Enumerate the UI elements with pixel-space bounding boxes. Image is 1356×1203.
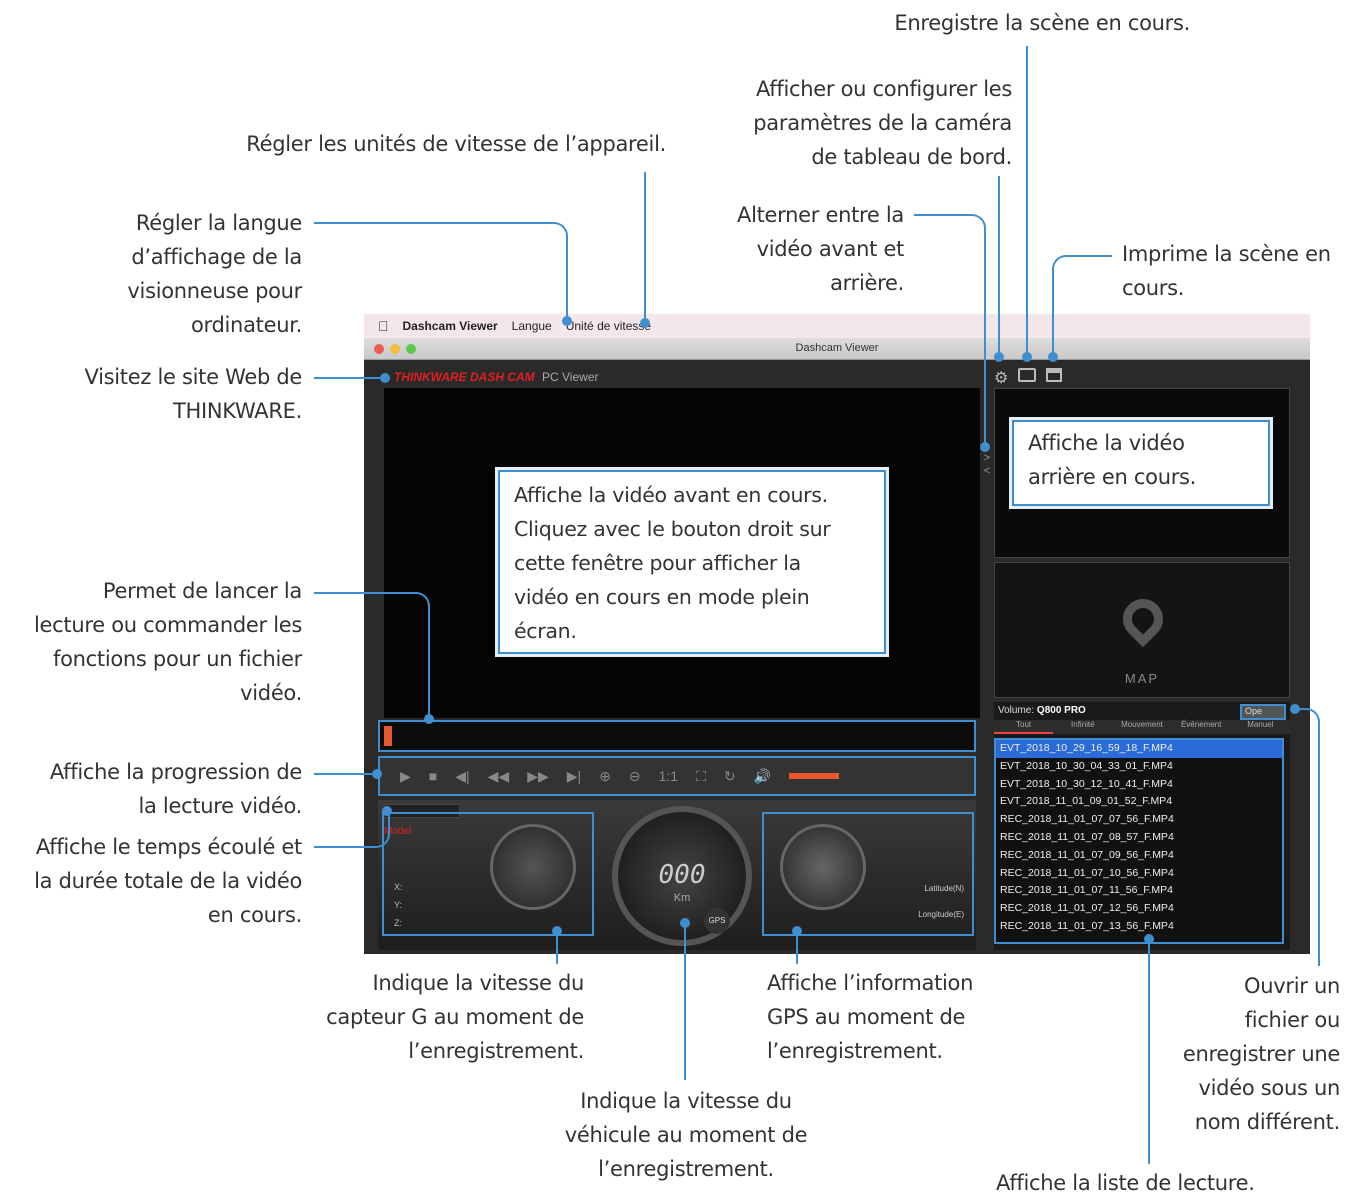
list-item[interactable]: REC_2018_11_01_07_07_56_F.MP4 [1000,813,1174,826]
window-title: Dashcam Viewer [795,342,879,354]
speed-unit: Km [673,892,691,904]
apple-icon[interactable]:  [378,318,389,334]
progress-fill [384,726,392,746]
annotation-print: Imprime la scène en cours. [1122,242,1331,300]
playback-controls: ▶ ■ ◀| ◀◀ ▶▶ ▶| ⊕ ⊖ 1:1 ⛶ ↻ 🔊 [378,756,976,796]
list-item[interactable]: REC_2018_11_01_07_12_56_F.MP4 [1000,902,1174,915]
open-file-button[interactable]: Ope [1240,704,1286,720]
list-item[interactable]: EVT_2018_11_01_09_01_52_F.MP4 [1000,795,1173,808]
list-item[interactable]: REC_2018_11_01_07_08_57_F.MP4 [1000,830,1174,843]
tab-event[interactable]: Événement [1180,720,1222,729]
volume-label: Volume: [998,705,1035,716]
playlist-panel: Volume: Q800 PRO Ope Tout Infinité Mouve… [994,702,1290,950]
annotation-switch: Alterner entre la vidéo avant et arrière… [737,203,904,295]
rewind-icon[interactable]: ◀◀ [487,767,510,784]
model-text: Model [384,826,412,837]
annotation-website: Visitez le site Web de THINKWARE. [84,365,302,423]
minimize-window-button[interactable] [390,344,400,354]
dashboard-panel: Model X: Y: Z: 000 Km GPS Latitude(N) Lo… [378,800,976,950]
gsensor-panel: X: Y: Z: [382,812,594,936]
fullscreen-icon[interactable]: ⛶ [696,767,706,784]
annotation-settings: Afficher ou configurer les paramètres de… [753,77,1012,169]
list-item[interactable]: REC_2018_11_01_07_10_56_F.MP4 [1000,866,1174,879]
list-item[interactable]: EVT_2018_10_30_12_10_41_F.MP4 [1000,777,1173,790]
tab-tout[interactable]: Tout [994,720,1054,734]
list-item[interactable]: REC_2018_11_01_07_13_56_F.MP4 [1000,919,1174,932]
annotation-front-box: Affiche la vidéo avant en cours. Cliquez… [498,470,886,654]
ratio-button[interactable]: 1:1 [658,768,679,784]
annotation-play: Permet de lancer la lecture ou commander… [34,579,302,705]
progress-bar[interactable] [378,720,976,752]
play-icon[interactable]: ▶ [400,767,411,784]
tab-manual[interactable]: Manuel [1247,720,1274,729]
playlist-file-list[interactable]: EVT_2018_10_29_16_59_18_F.MP4 EVT_2018_1… [994,738,1284,944]
playlist-tabs: Tout Infinité Mouvement Événement Manuel [994,720,1290,734]
switch-video-button[interactable]: >< [983,452,991,477]
annotation-rear-box: Affiche la vidéo arrière en cours. [1012,420,1270,506]
gsensor-axes: X: Y: Z: [394,878,403,932]
annotation-speed-units: Régler les unités de vitesse de l’appare… [246,132,666,156]
window-titlebar: Dashcam Viewer [364,338,1310,360]
annotation-gps: Affiche l’information GPS au moment de l… [767,971,974,1063]
longitude-label: Longitude(E) [918,910,964,919]
axis-y: Y: [394,900,403,910]
map-pin-icon [1114,590,1172,648]
model-label: Q800 PRO [1036,705,1086,716]
volume-icon[interactable]: 🔊 [753,767,772,784]
tab-motion[interactable]: Mouvement [1121,720,1163,729]
list-item[interactable]: EVT_2018_10_30_04_33_01_F.MP4 [1000,759,1173,772]
volume-slider[interactable] [789,773,840,779]
list-item[interactable]: REC_2018_11_01_07_11_56_F.MP4 [1000,884,1173,897]
brand-suffix: PC Viewer [542,370,599,384]
zoom-window-button[interactable] [406,344,416,354]
menu-app-name[interactable]: Dashcam Viewer [392,319,498,333]
prev-frame-icon[interactable]: ◀| [455,767,470,784]
gear-icon[interactable]: ⚙ [994,370,1009,387]
menu-speed-unit[interactable]: Unité de vitesse [555,319,651,333]
globe-gauge [780,824,866,910]
stop-icon[interactable]: ■ [428,768,438,784]
axis-z: Z: [394,918,402,928]
close-window-button[interactable] [374,344,384,354]
annotation-open: Ouvrir un fichier ou enregistrer une vid… [1182,974,1340,1134]
annotation-progress: Affiche la progression de la lecture vid… [49,760,302,818]
zoom-out-icon[interactable]: ⊖ [628,767,641,784]
playlist-header: Volume: Q800 PRO [994,702,1290,720]
menu-language[interactable]: Langue [501,319,552,333]
mac-menubar:  Dashcam Viewer Langue Unité de vitesse [364,314,1310,338]
camera-icon[interactable] [1018,368,1036,382]
annotation-rear: Affiche la vidéo arrière en cours. [1028,431,1197,489]
tab-infinite[interactable]: Infinité [1071,720,1095,729]
annotation-playlist: Affiche la liste de lecture. [996,1171,1255,1195]
rotate-icon[interactable]: ↻ [723,767,736,784]
open-label: Ope [1245,706,1263,716]
speed-readout: 000 [658,860,706,890]
map-view[interactable]: MAP [994,562,1290,698]
gsensor-gauge [490,824,576,910]
axis-x: X: [394,882,403,892]
annotation-gsensor: Indique la vitesse du capteur G au momen… [326,971,584,1063]
annotation-front: Affiche la vidéo avant en cours. Cliquez… [514,483,831,643]
fast-forward-icon[interactable]: ▶▶ [527,767,549,784]
gps-badge: GPS [704,908,730,934]
brand-link[interactable]: THINKWARE DASH CAM PC Viewer [394,370,598,384]
next-file-icon[interactable]: ▶| [566,767,582,784]
brand-logo: THINKWARE DASH CAM [394,370,535,384]
latitude-label: Latitude(N) [924,884,964,893]
annotation-language: Régler la langue d’affichage de la visio… [127,211,302,337]
annotation-record: Enregistre la scène en cours. [894,11,1190,35]
annotation-elapsed: Affiche le temps écoulé et la durée tota… [34,835,302,927]
map-label: MAP [1124,671,1160,686]
list-item[interactable]: REC_2018_11_01_07_09_56_F.MP4 [1000,848,1174,861]
gps-panel: Latitude(N) Longitude(E) [762,812,974,936]
printer-icon[interactable] [1046,368,1062,382]
zoom-in-icon[interactable]: ⊕ [599,767,611,784]
list-item[interactable]: EVT_2018_10_29_16_59_18_F.MP4 [996,740,1282,758]
annotation-vehicle: Indique la vitesse du véhicule au moment… [564,1089,808,1181]
